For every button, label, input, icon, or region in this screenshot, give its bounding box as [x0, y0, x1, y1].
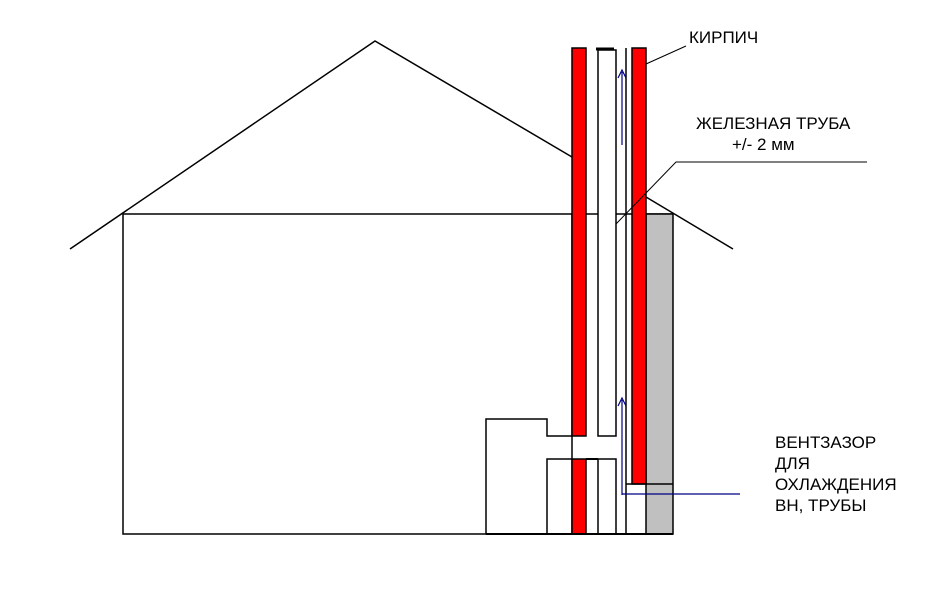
iron-pipe-upper: [597, 49, 617, 437]
stove-body: [485, 418, 572, 534]
label-gap-line3: ОХЛАЖДЕНИЯ: [775, 475, 897, 494]
brick-wall-right: [631, 47, 647, 485]
insulation-layer: [645, 213, 674, 535]
leader-brick: [645, 45, 687, 65]
brick-wall-left-upper: [571, 47, 587, 437]
label-gap-line2: ДЛЯ: [775, 454, 810, 473]
roof-left-slope: [69, 40, 573, 250]
house-wall: [122, 213, 573, 535]
iron-pipe-lower: [597, 458, 617, 535]
label-iron-pipe-thickness: +/- 2 мм: [732, 135, 795, 154]
brick-wall-left-lower: [571, 458, 587, 535]
label-ventilation-gap: ВЕНТЗАЗОР ДЛЯ ОХЛАЖДЕНИЯ ВН, ТРУБЫ: [775, 432, 897, 516]
arrow-up-icon: [617, 396, 627, 495]
arrow-up-icon: [617, 68, 627, 145]
roof-right-slope: [645, 196, 734, 250]
label-gap-line1: ВЕНТЗАЗОР: [775, 433, 877, 452]
leader-iron-pipe: [615, 161, 867, 225]
label-iron-pipe: ЖЕЛЕЗНАЯ ТРУБА +/- 2 мм: [696, 113, 850, 155]
stove-outlet: [546, 458, 572, 534]
label-iron-pipe-line1: ЖЕЛЕЗНАЯ ТРУБА: [696, 114, 851, 133]
label-gap-line4: ВН, ТРУБЫ: [775, 496, 867, 515]
label-brick: КИРПИЧ: [689, 28, 759, 47]
